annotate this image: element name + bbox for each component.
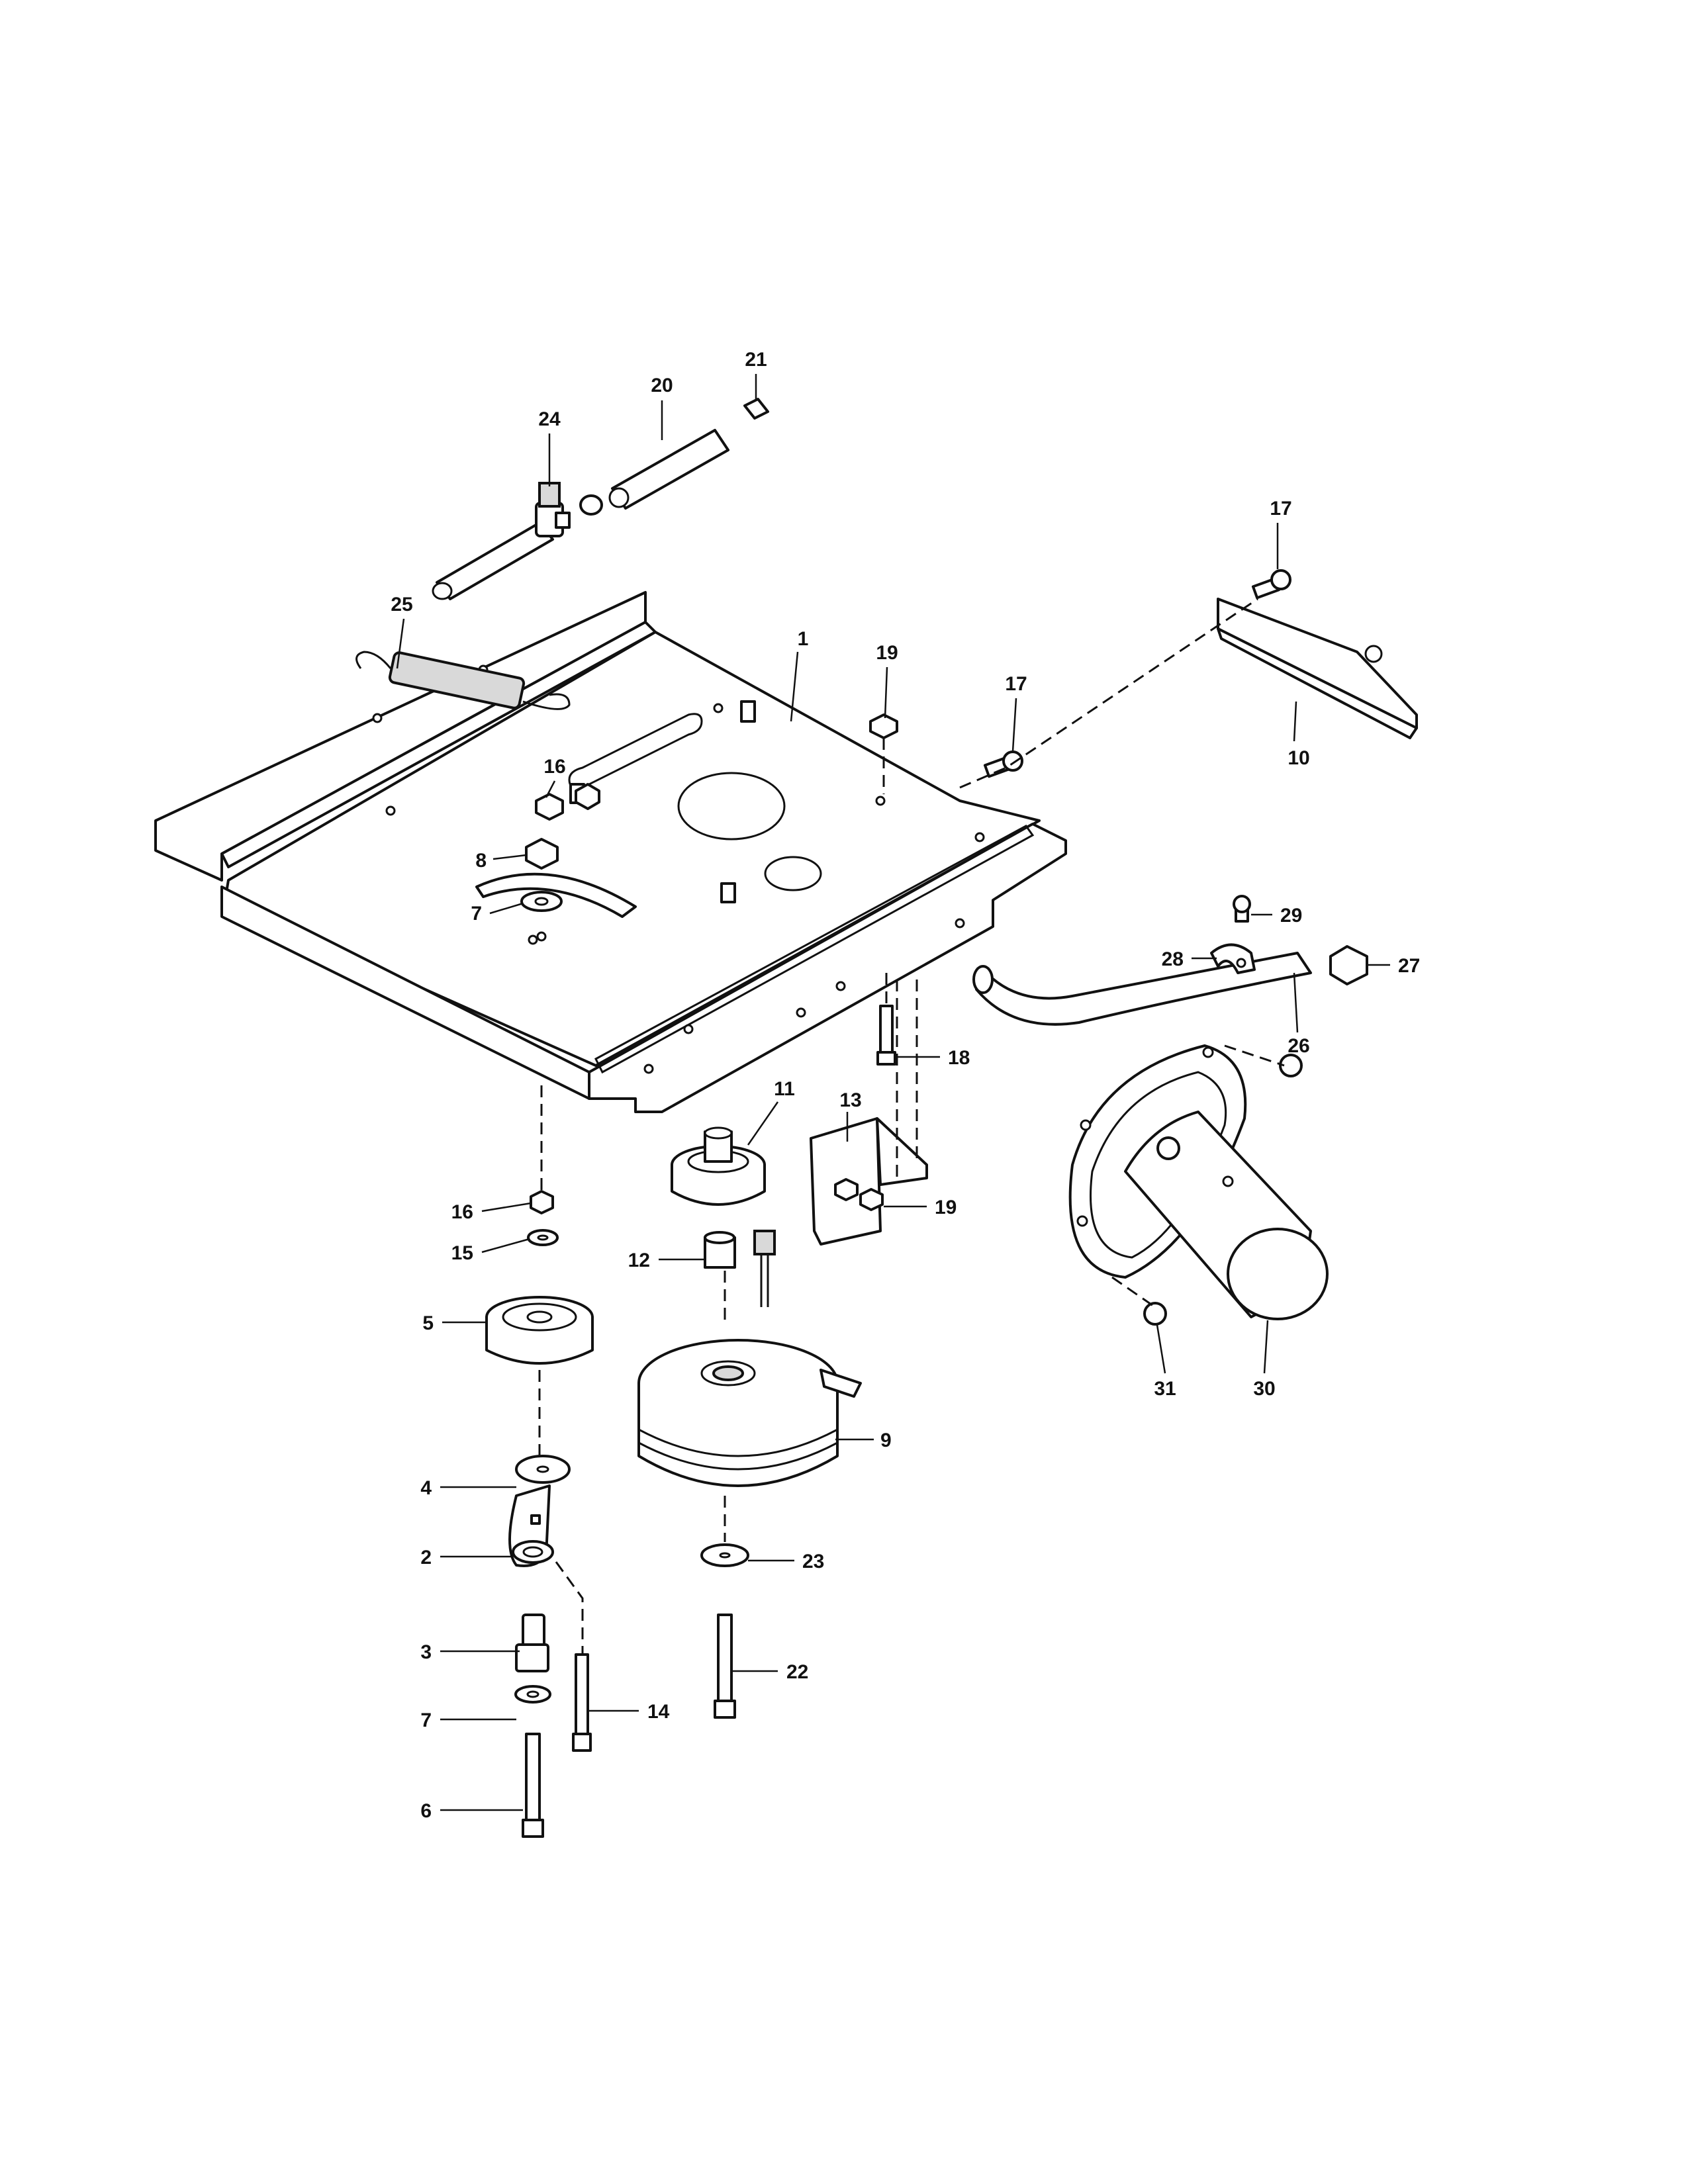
- upper-hardware-drawing: [520, 713, 898, 942]
- mounting-plate-drawing: [154, 591, 1067, 1113]
- part-17-screw-lower: 17: [1005, 673, 1027, 695]
- part-15-washer: 15: [451, 1242, 473, 1264]
- part-11-pulley: 11: [774, 1078, 795, 1100]
- part-10-bracket: 10: [1288, 747, 1309, 769]
- part-30-chute: 30: [1253, 1378, 1275, 1400]
- part-28-clamp: 28: [1162, 948, 1184, 970]
- part-24-fuel-valve: 24: [538, 408, 561, 430]
- part-19-nut-upper: 19: [876, 642, 898, 664]
- part-27-nut: 27: [1398, 955, 1420, 977]
- chute-drawing: [1068, 1044, 1329, 1326]
- part-2-idler-arm: 2: [420, 1547, 432, 1569]
- part-12-spacer: 12: [628, 1250, 650, 1271]
- part-14-bolt: 14: [647, 1701, 670, 1723]
- part-19-nut-lower: 19: [935, 1197, 957, 1218]
- bracket-drawing: [959, 569, 1418, 789]
- part-21-nut: 21: [745, 349, 767, 371]
- part-1-mounting-plate: 1: [798, 628, 809, 650]
- part-6-bolt: 6: [420, 1800, 432, 1822]
- part-17-screw-upper: 17: [1270, 498, 1291, 520]
- part-26-hose: 26: [1288, 1035, 1309, 1057]
- part-16-nut-upper: 16: [543, 756, 565, 778]
- part-18-bolt: 18: [948, 1047, 970, 1069]
- part-7-washer-lower: 7: [420, 1709, 432, 1731]
- part-16-nut-lower: 16: [451, 1201, 473, 1223]
- fuel-line-drawing: [432, 398, 769, 600]
- part-9-electric-clutch: 9: [880, 1430, 892, 1451]
- part-31-bolt: 31: [1154, 1378, 1176, 1400]
- part-25-spring: 25: [391, 594, 412, 615]
- idler-stack-drawing: [485, 1085, 594, 1838]
- part-5-idler-pulley: 5: [422, 1312, 434, 1334]
- clutch-stack-drawing: [637, 973, 928, 1719]
- leader-lines: [396, 374, 1390, 1811]
- part-23-washer: 23: [802, 1551, 824, 1572]
- part-13-clutch-bracket: 13: [839, 1089, 861, 1111]
- part-8-nut: 8: [475, 850, 487, 872]
- callout-labels: 1 2 3 4 5 6 7 7 8 9 10 11 12 13 14 15 16…: [391, 349, 1420, 1822]
- part-22-bolt: 22: [786, 1661, 808, 1683]
- part-4-washer: 4: [420, 1477, 432, 1499]
- part-29-screw: 29: [1280, 905, 1302, 927]
- part-20-hose: 20: [651, 375, 673, 396]
- part-7-washer-upper: 7: [471, 903, 482, 925]
- part-3-bushing: 3: [420, 1641, 432, 1663]
- hose-drawing: [972, 895, 1368, 1026]
- spring-drawing: [355, 651, 571, 710]
